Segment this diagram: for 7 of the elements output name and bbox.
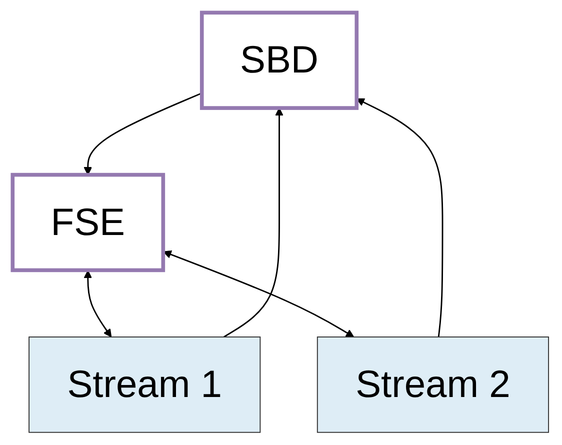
node-box: Stream 1 [28,336,262,433]
arrow [224,108,284,338]
arrow [84,270,112,338]
arrow [164,250,355,338]
node-box: Stream 2 [317,336,550,433]
node-box: SBD [200,10,359,110]
node-box: FSE [11,172,166,272]
